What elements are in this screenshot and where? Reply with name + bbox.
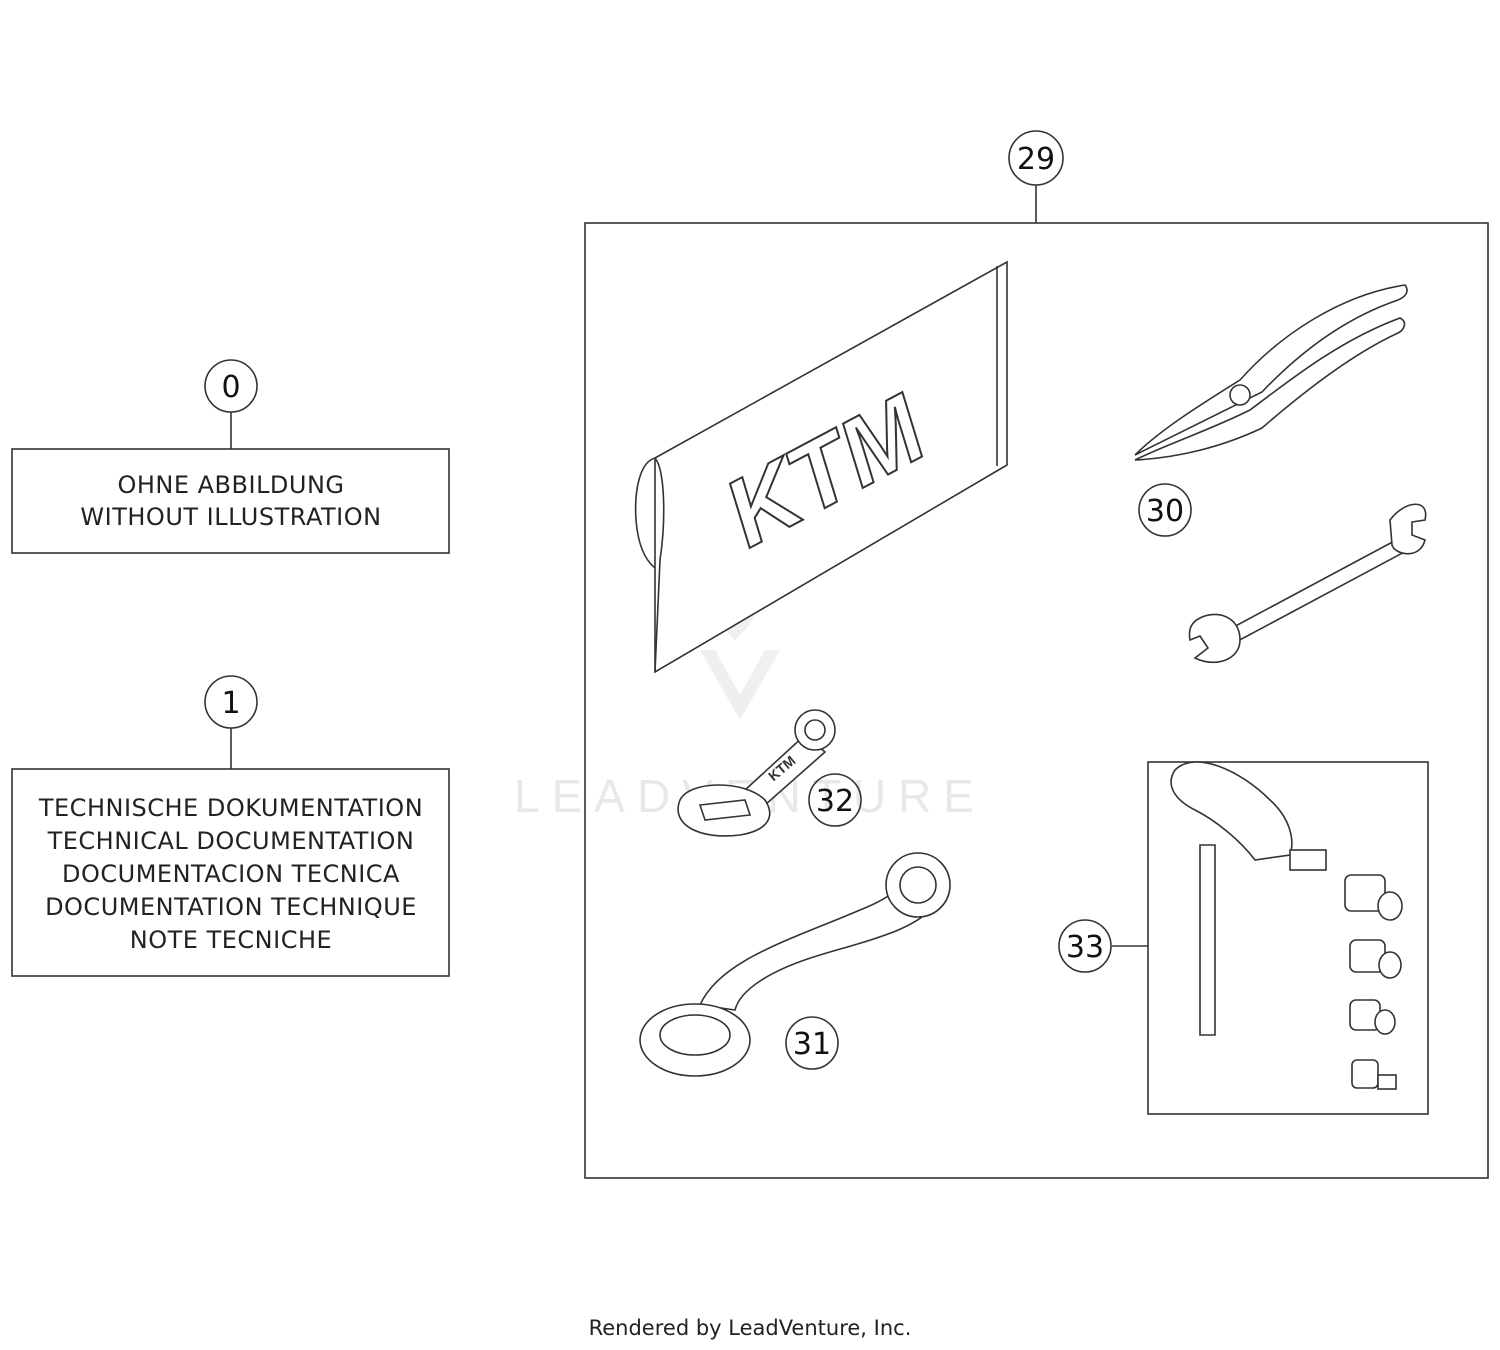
footer-credit: Rendered by LeadVenture, Inc. <box>588 1316 912 1340</box>
spanner-icon[interactable]: KTM <box>677 709 836 837</box>
callout-0[interactable]: 0 <box>204 359 258 413</box>
bit-icon[interactable] <box>1344 874 1403 1090</box>
callout-31-label: 31 <box>793 1027 831 1062</box>
t-handle-icon[interactable] <box>1170 761 1327 1036</box>
callout-30-label: 30 <box>1146 494 1184 529</box>
callout-1[interactable]: 1 <box>204 675 258 729</box>
note-box-1-line-2: TECHNICAL DOCUMENTATION <box>47 827 415 855</box>
note-box-0-line-1: OHNE ABBILDUNG <box>117 471 344 499</box>
pliers-icon[interactable] <box>1134 284 1408 461</box>
callout-0-label: 0 <box>221 370 240 405</box>
callout-29-label: 29 <box>1017 142 1055 177</box>
note-box-1-line-3: DOCUMENTACION TECNICA <box>62 860 400 888</box>
note-box-0-line-2: WITHOUT ILLUSTRATION <box>80 503 381 531</box>
callout-33[interactable]: 33 <box>1058 919 1112 973</box>
tool-kit-frame <box>584 222 1489 1179</box>
manual-folder-icon[interactable]: KTM <box>634 260 1008 674</box>
note-box-1-line-4: DOCUMENTATION TECHNIQUE <box>45 893 417 921</box>
callout-32-label: 32 <box>816 784 854 819</box>
socket-wrench-icon[interactable] <box>639 852 951 1077</box>
callout-33-label: 33 <box>1066 930 1104 965</box>
note-box-1 <box>11 768 450 977</box>
callout-31[interactable]: 31 <box>785 1016 839 1070</box>
note-box-1-line-5: NOTE TECNICHE <box>130 926 332 954</box>
note-box-1-line-1: TECHNISCHE DOKUMENTATION <box>38 794 423 822</box>
callout-29[interactable]: 29 <box>1008 130 1064 186</box>
callout-30[interactable]: 30 <box>1138 483 1192 537</box>
callout-1-label: 1 <box>221 686 240 721</box>
note-box-0 <box>11 448 450 554</box>
callout-32[interactable]: 32 <box>808 773 862 827</box>
open-end-wrench-icon[interactable] <box>1188 503 1427 664</box>
bit-set-frame <box>1147 761 1429 1115</box>
